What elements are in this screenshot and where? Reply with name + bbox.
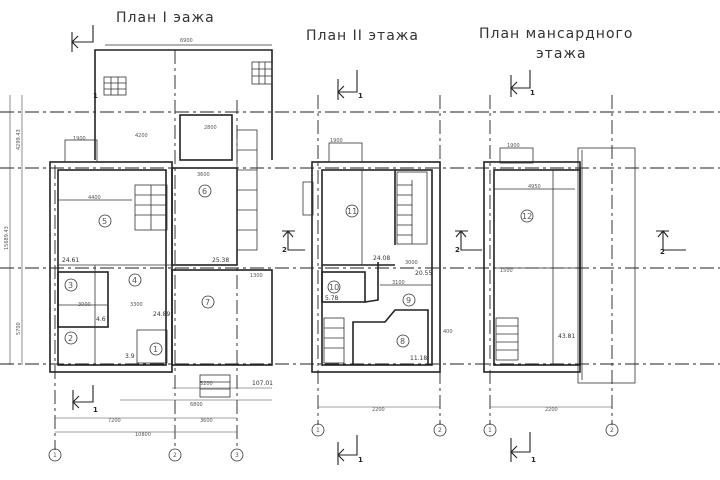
dim-4200: 4200 <box>135 133 148 139</box>
svg-text:2: 2 <box>438 427 442 434</box>
svg-text:8: 8 <box>400 337 405 346</box>
dim-15689: 15689.43 <box>4 226 10 250</box>
svg-text:1: 1 <box>316 427 320 434</box>
m-dim-1900: 1900 <box>507 143 520 149</box>
dim-3000: 3000 <box>78 302 91 308</box>
section-2-label-c: 2 <box>660 248 665 256</box>
svg-text:11: 11 <box>347 207 357 216</box>
svg-text:1: 1 <box>153 345 158 354</box>
svg-text:3: 3 <box>235 452 239 459</box>
m-dim-4950: 4950 <box>528 184 541 190</box>
room-2: 2 <box>64 331 78 345</box>
p2-dim-1900: 1900 <box>330 138 343 144</box>
section-markers-1 <box>71 25 531 465</box>
axis-2-mansard: 2 <box>605 423 619 437</box>
plan-mansard: 1900 4950 1500 2200 12 43.81 1 2 <box>483 95 636 437</box>
p2-dim-400: 400 <box>443 329 453 335</box>
section-1-label-b: 1 <box>358 92 363 100</box>
dim-1900: 1900 <box>73 136 86 142</box>
svg-text:5.78: 5.78 <box>325 295 339 302</box>
m-dim-1500: 1500 <box>500 268 513 274</box>
dim-10800: 10800 <box>135 432 151 438</box>
p2-dim-3000: 3000 <box>405 260 418 266</box>
svg-text:4.6: 4.6 <box>96 316 106 323</box>
section-1-label-e: 1 <box>358 456 363 464</box>
plan1: 6900 4200 1900 4400 2800 3600 3300 3000 … <box>4 38 273 462</box>
section-markers-2 <box>282 230 686 251</box>
svg-text:6: 6 <box>202 187 207 196</box>
p2-dim-2200: 2200 <box>372 407 385 413</box>
plan2-title: План II этажа <box>306 28 419 44</box>
axis-2-p2: 2 <box>433 423 447 437</box>
stairs-mansard <box>495 317 519 361</box>
svg-text:3.9: 3.9 <box>125 353 135 360</box>
room-5: 524.61 <box>62 214 112 264</box>
section-1-label-d: 1 <box>93 406 98 414</box>
svg-text:2: 2 <box>173 452 177 459</box>
room-8: 811.18 <box>396 334 427 362</box>
p2-dim-3100: 3100 <box>392 280 405 286</box>
section-1-label-f: 1 <box>531 456 536 464</box>
dim-4400: 4400 <box>88 195 101 201</box>
mansard-title-line1: План мансардного <box>479 26 633 42</box>
svg-text:25.38: 25.38 <box>212 257 229 264</box>
svg-text:2: 2 <box>610 427 614 434</box>
stairs-p1 <box>103 61 273 398</box>
svg-text:43.81: 43.81 <box>558 333 575 340</box>
svg-text:24.08: 24.08 <box>373 255 390 262</box>
svg-text:4: 4 <box>132 276 137 285</box>
room-11: 11 24.08 <box>345 204 390 262</box>
axis-3-p1: 3 <box>230 448 244 462</box>
dim-2800: 2800 <box>204 125 217 131</box>
room-12: 12 43.81 <box>520 209 575 340</box>
mansard-title-line2: этажа <box>536 46 587 62</box>
room-6: 625.38 <box>198 184 229 264</box>
svg-text:24.89: 24.89 <box>153 311 170 318</box>
m-dim-2200: 2200 <box>545 407 558 413</box>
dim-7200: 7200 <box>108 418 121 424</box>
section-1-label-a: 1 <box>93 92 98 100</box>
svg-text:107.01: 107.01 <box>252 380 273 387</box>
dim-5700: 5700 <box>16 322 22 335</box>
svg-text:10: 10 <box>329 283 339 292</box>
axis-2-p1: 2 <box>168 448 182 462</box>
dim-6800: 6800 <box>190 402 203 408</box>
svg-text:1: 1 <box>488 427 492 434</box>
svg-text:11.18: 11.18 <box>410 355 427 362</box>
svg-text:12: 12 <box>522 212 532 221</box>
axis-1-p1: 1 <box>48 448 62 462</box>
section-1-label-c: 1 <box>530 89 535 97</box>
section-2-label-a: 2 <box>282 246 287 254</box>
svg-text:2: 2 <box>68 334 73 343</box>
svg-text:1: 1 <box>53 452 57 459</box>
section-2-label-b: 2 <box>455 246 460 254</box>
axis-1-p2: 1 <box>311 423 325 437</box>
dim-5200: 5200 <box>200 381 213 387</box>
dim-4299: 4299.43 <box>16 129 22 150</box>
plan1-title: План I эажа <box>116 10 215 26</box>
room-9: 920.55 <box>402 270 432 307</box>
room-1: 13.9 <box>125 342 163 360</box>
dim-3600b: 3600 <box>200 418 213 424</box>
svg-text:3: 3 <box>68 281 73 290</box>
room-7: 7 107.01 <box>201 295 273 387</box>
stairs-p2 <box>323 171 428 364</box>
svg-text:24.61: 24.61 <box>62 257 79 264</box>
dim-3300: 3300 <box>130 302 143 308</box>
dim-1300: 1300 <box>250 273 263 279</box>
svg-text:5: 5 <box>102 217 107 226</box>
room-4: 424.89 <box>128 273 170 318</box>
room-3: 34.6 <box>64 278 106 323</box>
svg-text:9: 9 <box>406 296 411 305</box>
dim-6900: 6900 <box>180 38 193 44</box>
grid-axes-horizontal <box>0 111 720 365</box>
svg-text:7: 7 <box>205 298 210 307</box>
room-10: 105.78 <box>325 280 341 302</box>
dim-3600: 3600 <box>197 172 210 178</box>
axis-1-mansard: 1 <box>483 423 497 437</box>
svg-text:20.55: 20.55 <box>415 270 432 277</box>
